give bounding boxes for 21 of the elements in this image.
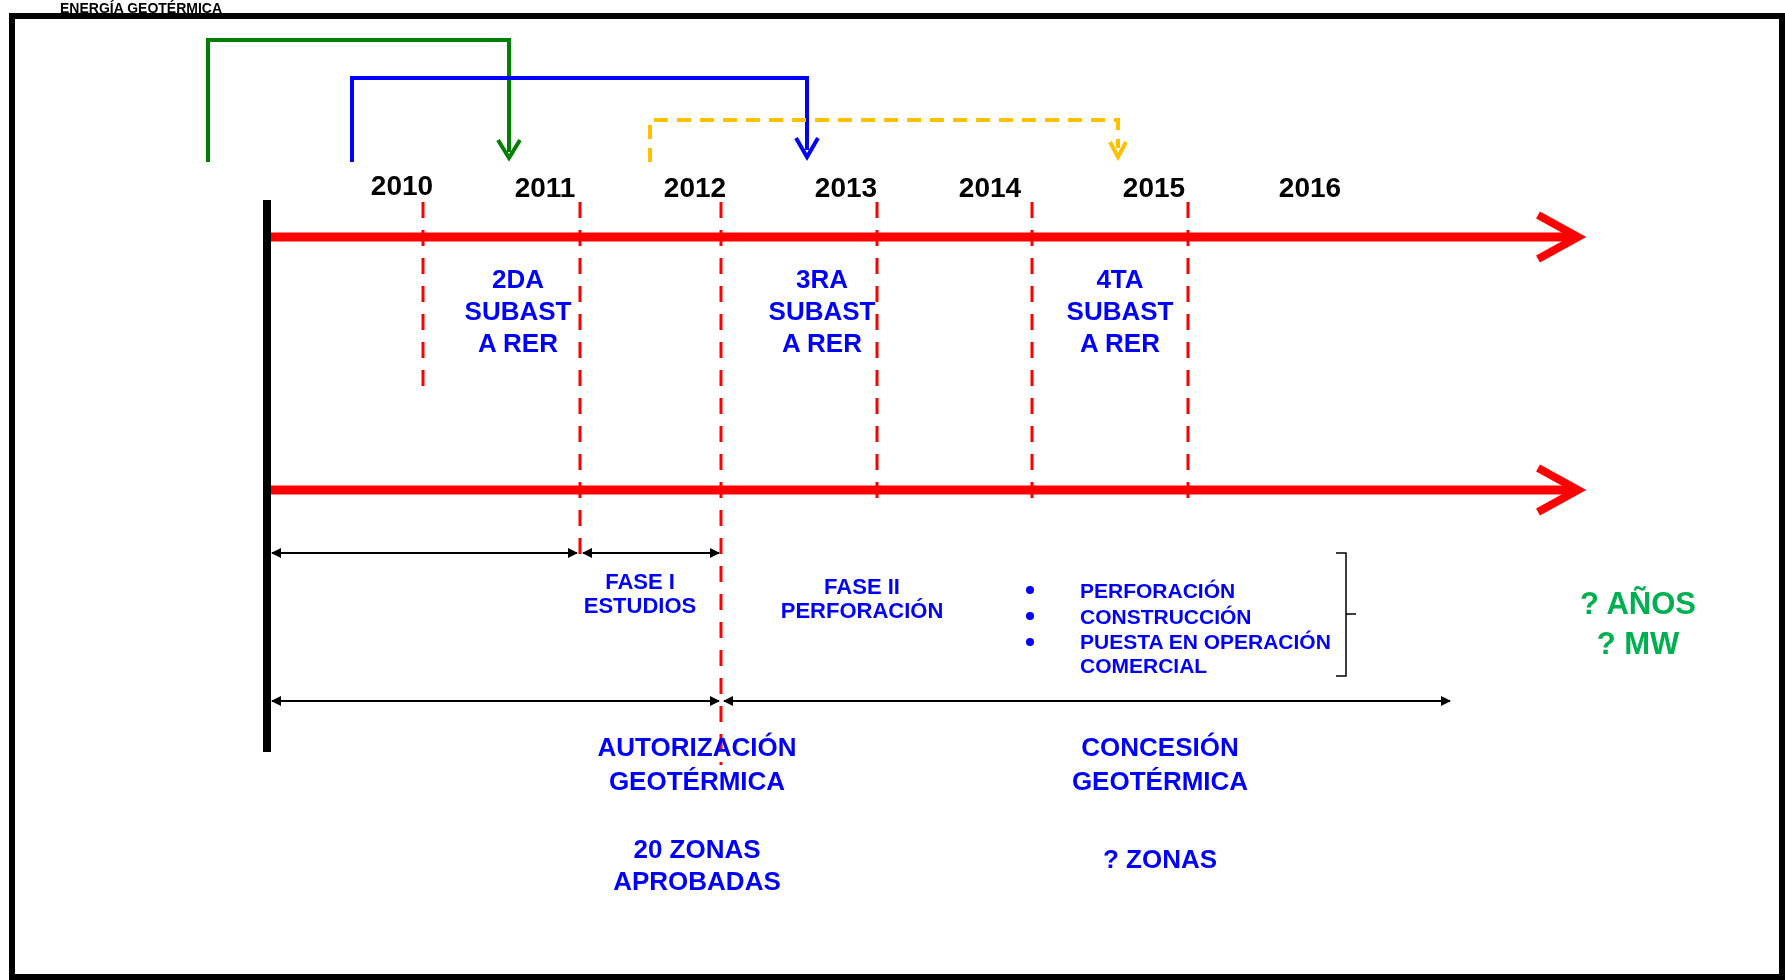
permit-label: AUTORIZACIÓN GEOTÉRMICA [596,731,798,798]
auction-label: 2DA SUBASTA RER [463,263,573,359]
year-label: 2015 [1121,172,1187,204]
year-label: 2010 [369,170,435,202]
auction-label: 3RA SUBASTA RER [767,263,877,359]
auction-label: 4TA SUBASTA RER [1065,263,1175,359]
permit-label: CONCESIÓN GEOTÉRMICA [1070,731,1250,798]
outcome-note: ? AÑOS ? MW [1579,585,1697,663]
year-label: 2011 [513,172,577,204]
year-label: 2014 [957,172,1023,204]
year-label: 2013 [813,172,879,204]
year-label: 2012 [662,172,728,204]
year-label: 2016 [1277,172,1343,204]
phase-label: FASE II PERFORACIÓN [779,575,945,623]
phase-label: FASE I ESTUDIOS [582,570,698,618]
activity-item: PERFORACIÓN [1080,578,1237,604]
zones-label: ? ZONAS [1101,843,1219,875]
zones-label: 20 ZONAS APROBADAS [612,833,782,897]
activity-item: CONSTRUCCIÓN [1080,604,1253,630]
activity-item: PUESTA EN OPERACIÓN COMERCIAL [1080,630,1332,678]
diagram-title: ENERGÍA GEOTÉRMICA [60,0,223,16]
